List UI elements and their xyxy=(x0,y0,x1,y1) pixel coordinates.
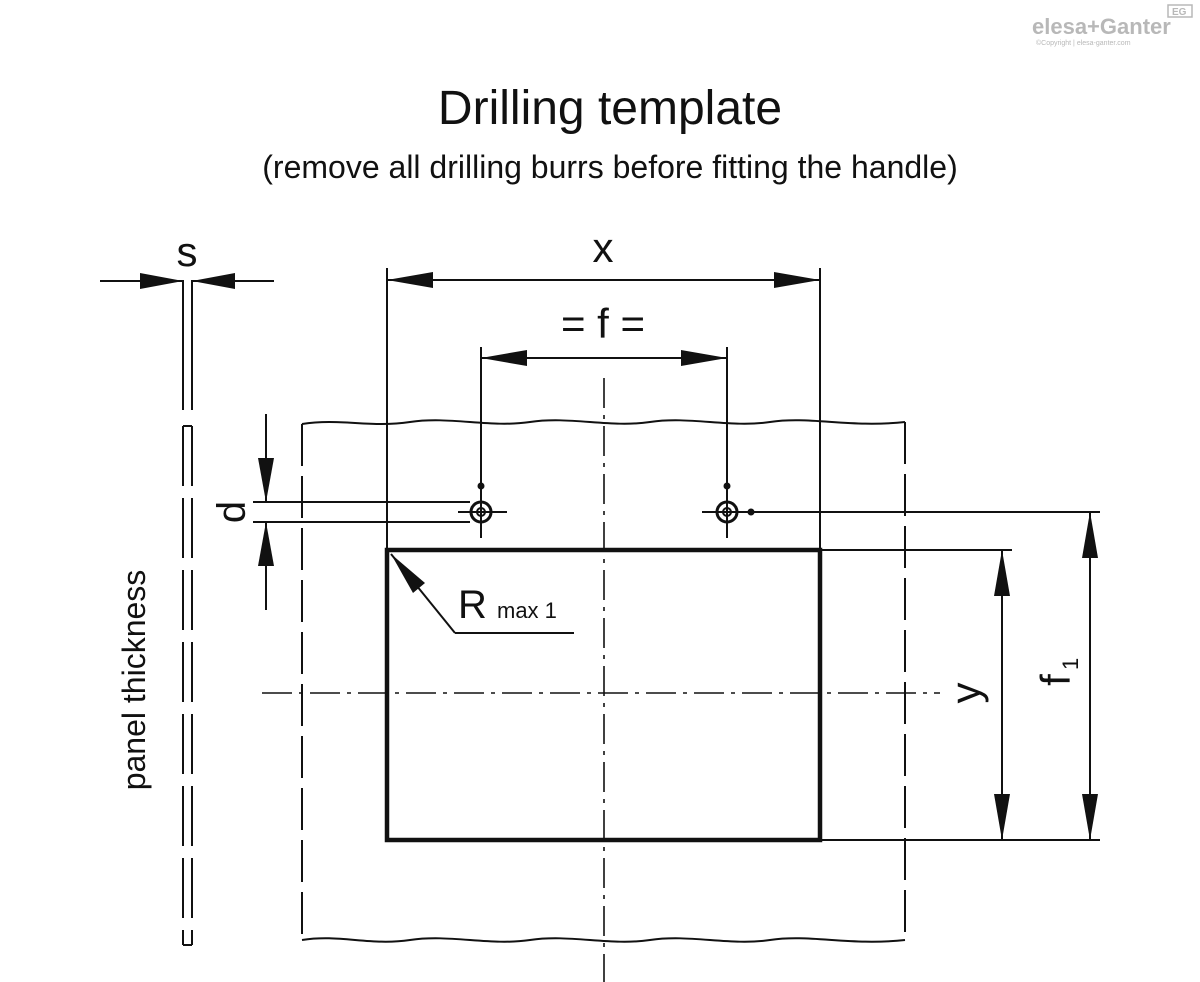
label-panel-thickness: panel thickness xyxy=(116,570,152,791)
arrow-y-bottom xyxy=(994,794,1010,840)
label-y: y xyxy=(942,683,989,704)
diagram-subtitle: (remove all drilling burrs before fittin… xyxy=(262,149,957,185)
panel-outline xyxy=(301,419,906,943)
radius-leader: R max 1 xyxy=(390,553,574,634)
arrow-radius xyxy=(391,554,425,593)
label-radius-sub: max 1 xyxy=(497,598,557,623)
label-f1-sub: 1 xyxy=(1058,658,1083,670)
dimension-s: s xyxy=(100,228,274,289)
arrow-s-right xyxy=(192,273,235,289)
drill-hole-right xyxy=(702,482,755,538)
arrow-s-left xyxy=(140,273,183,289)
arrow-f1-top xyxy=(1082,512,1098,558)
logo-brand-text: elesa+Ganter xyxy=(1032,14,1171,39)
logo-copyright: ©Copyright | elesa-ganter.com xyxy=(1036,39,1131,47)
label-f1: f xyxy=(1032,674,1079,686)
arrow-f-left xyxy=(481,350,527,366)
arrow-x-left xyxy=(387,272,433,288)
dimension-f1: f 1 xyxy=(751,511,1100,840)
rectangular-cutout xyxy=(384,547,823,843)
arrow-f1-bottom xyxy=(1082,794,1098,840)
dimension-f: = f = xyxy=(480,300,728,485)
elesa-ganter-logo: elesa+Ganter EG ©Copyright | elesa-gante… xyxy=(1032,4,1193,47)
arrow-d-bottom xyxy=(258,522,274,566)
arrow-d-top xyxy=(258,458,274,502)
label-x: x xyxy=(593,224,614,271)
dimension-d: d xyxy=(210,414,470,610)
arrow-f-right xyxy=(681,350,727,366)
dimension-y: y xyxy=(820,549,1100,841)
diagram-title: Drilling template xyxy=(438,82,782,135)
label-s: s xyxy=(177,228,198,275)
arrow-x-right xyxy=(774,272,820,288)
label-d: d xyxy=(210,501,254,523)
logo-badge-text: EG xyxy=(1172,7,1187,18)
arrow-y-top xyxy=(994,550,1010,596)
label-f: = f = xyxy=(561,300,645,347)
logo-badge-box xyxy=(1167,4,1193,18)
label-radius: R xyxy=(458,583,487,627)
drill-hole-left xyxy=(458,482,507,538)
panel-side-view xyxy=(182,280,193,946)
